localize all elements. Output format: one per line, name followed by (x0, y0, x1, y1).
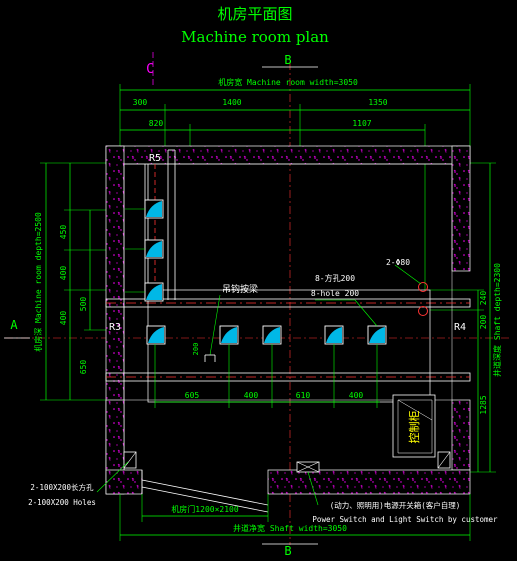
bottom-extension-lines (119, 494, 471, 541)
hole-vertical-2 (144, 239, 164, 259)
control-cabinet (392, 394, 436, 458)
machine-room-door (141, 470, 269, 513)
leader-2holes (96, 461, 129, 493)
label-2d80: 2-Φ80 (386, 258, 410, 267)
dim-400b: 400 (59, 311, 68, 326)
hook-symbol (204, 354, 216, 362)
leader-hook-beam (209, 294, 221, 356)
hole-vertical-1 (144, 199, 164, 219)
grid-label-c: C (146, 62, 154, 77)
label-2holes-cn: 2-100X200长方孔 (30, 482, 94, 492)
label-switch-en: Power Switch and Light Switch by custome… (312, 515, 498, 524)
dim-200-vertical: 200 (192, 343, 200, 356)
label-hook-beam: 吊钩按梁 (222, 283, 258, 295)
hole-row-4 (324, 325, 344, 345)
dim-door-label: 机房门1200×2100 (171, 504, 239, 514)
dim-650: 650 (79, 360, 88, 375)
dim-1350: 1350 (368, 98, 387, 107)
top-extension-lines (119, 84, 471, 290)
leader-2d80 (394, 264, 422, 285)
hook-beam-upper (105, 298, 471, 308)
dim-shaft-depth-label: 井道深度 Shaft depth=2300 (492, 263, 502, 377)
hole-vertical-3 (144, 282, 164, 302)
bottom-right-hole (437, 451, 451, 469)
dim-400a: 400 (59, 266, 68, 281)
room-interior-outline (123, 163, 453, 401)
right-extension-lines (430, 162, 496, 473)
grid-label-b-top: B (284, 53, 291, 67)
hook-beam-lower (105, 372, 471, 382)
dim-500: 500 (79, 297, 88, 312)
label-r3: R3 (109, 322, 121, 333)
hole-row-1 (146, 325, 166, 345)
left-rail-channel (144, 149, 176, 300)
round-hole-2 (418, 306, 428, 316)
dim-820: 820 (149, 119, 164, 128)
dim-240: 240 (479, 291, 488, 306)
hole-row-3 (262, 325, 282, 345)
label-8holes-cn: 8-方孔200 (315, 273, 355, 283)
power-switch-box (296, 461, 320, 473)
label-switch-cn: (动力、照明用)电源开关箱(客户自理) (330, 500, 461, 510)
round-hole-1 (418, 282, 428, 292)
leader-switch (307, 471, 319, 506)
dim-400d: 400 (349, 391, 364, 400)
machine-room-walls (105, 145, 471, 495)
dim-shaft-width-label: 井道净宽 Shaft width=3050 (233, 523, 347, 533)
dim-1400: 1400 (222, 98, 241, 107)
inner-bottom-ticks (154, 344, 378, 408)
label-2holes-en: 2-100X200 Holes (28, 498, 96, 507)
label-8holes-en: 8-hole 200 (311, 289, 359, 298)
bottom-left-hole (123, 451, 137, 469)
label-r4: R4 (454, 322, 466, 333)
dim-400c: 400 (244, 391, 259, 400)
title-cn: 机房平面图 (217, 5, 292, 23)
dim-depth-label: 机房深 Machine room depth=2500 (33, 212, 43, 352)
hole-leaders (125, 208, 378, 327)
dim-1107: 1107 (352, 119, 371, 128)
title-en: Machine room plan (181, 28, 329, 46)
dim-200r: 200 (479, 315, 488, 330)
label-control-cabinet: 控制柜 (407, 411, 421, 444)
left-extension-lines (40, 162, 106, 401)
dim-300: 300 (133, 98, 148, 107)
hole-row-2 (219, 325, 239, 345)
dim-605: 605 (185, 391, 200, 400)
dim-610: 610 (296, 391, 311, 400)
grid-label-b-bottom: B (284, 544, 291, 558)
dim-width-label: 机房宽 Machine room width=3050 (218, 77, 358, 87)
hole-row-5 (367, 325, 387, 345)
label-r5: R5 (149, 153, 161, 164)
grid-label-a: A (10, 318, 18, 332)
dim-450: 450 (59, 225, 68, 240)
dim-1285: 1285 (479, 395, 488, 414)
